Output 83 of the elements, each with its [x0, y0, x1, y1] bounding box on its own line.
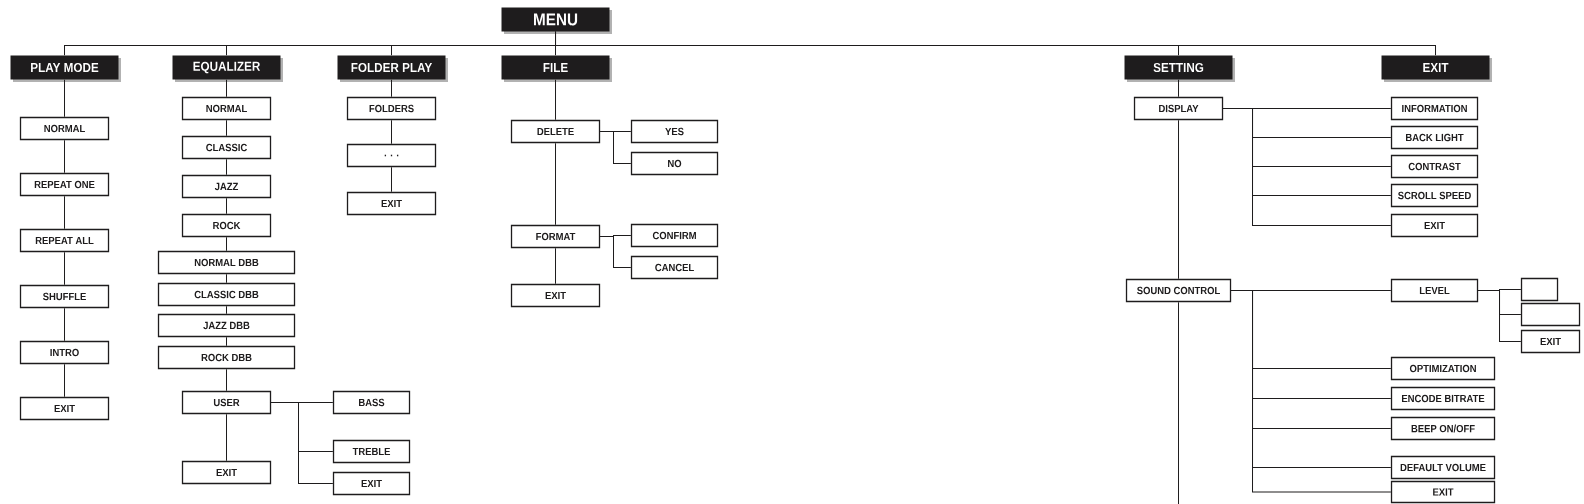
menu-item-box: BASS — [332, 390, 411, 415]
menu-item-box: DISPLAY — [1133, 96, 1224, 121]
menu-item-box: NORMAL — [181, 96, 272, 121]
menu-item-box: YES — [630, 119, 719, 144]
connector-line — [64, 307, 65, 342]
menu-item-box: DELETE — [510, 119, 601, 144]
category-heading-box: FOLDER PLAY — [337, 55, 448, 82]
menu-item-box: JAZZ DBB — [157, 313, 296, 338]
menu-item-box: BEEP ON/OFF — [1390, 416, 1496, 441]
menu-item-box: EXIT — [510, 283, 601, 308]
menu-item-box: LEVEL — [1390, 278, 1479, 303]
connector-line — [64, 195, 65, 230]
menu-item-box: TREBLE — [332, 439, 411, 464]
menu-item-box: EXIT — [332, 471, 411, 496]
connector-line — [391, 119, 392, 145]
menu-item-box: NORMAL — [19, 116, 110, 141]
menu-title-box: MENU — [501, 7, 612, 34]
connector-line — [555, 247, 556, 285]
connector-line — [226, 336, 227, 347]
menu-item-box: SCROLL SPEED — [1390, 183, 1479, 208]
menu-item-box: EXIT — [181, 460, 272, 485]
category-heading-box: FILE — [501, 55, 612, 82]
connector-line — [226, 79, 227, 98]
menu-item-box: FOLDERS — [346, 96, 437, 121]
menu-item-box: . . . — [346, 143, 437, 168]
category-heading-box: EXIT — [1381, 55, 1492, 82]
menu-item-box: OPTIMIZATION — [1390, 356, 1496, 381]
menu-item-box: CANCEL — [630, 255, 719, 280]
connector-line — [1477, 290, 1522, 342]
menu-item-box: ENCODE BITRATE — [1390, 386, 1496, 411]
connector-line — [226, 305, 227, 315]
category-heading-box: SETTING — [1124, 55, 1235, 82]
menu-item-box: SHUFFLE — [19, 284, 110, 309]
blank-box — [1520, 277, 1559, 302]
connector-line — [226, 273, 227, 284]
menu-item-box: NO — [630, 151, 719, 176]
menu-item-box: FORMAT — [510, 224, 601, 249]
menu-item-box: JAZZ — [181, 174, 272, 199]
menu-item-box: ROCK DBB — [157, 345, 296, 370]
menu-item-box: SOUND CONTROL — [1125, 278, 1232, 303]
menu-item-box: NORMAL DBB — [157, 250, 296, 275]
menu-item-box: BACK LIGHT — [1390, 125, 1479, 150]
connector-line — [1178, 301, 1179, 504]
connector-line — [226, 368, 227, 392]
menu-item-box: ROCK — [181, 213, 272, 238]
connector-line — [599, 131, 632, 164]
menu-item-box: INFORMATION — [1390, 96, 1479, 121]
connector-line — [391, 79, 392, 98]
menu-item-box: EXIT — [346, 191, 437, 216]
menu-item-box: CLASSIC DBB — [157, 282, 296, 307]
menu-item-box: USER — [181, 390, 272, 415]
connector-line — [1178, 79, 1179, 98]
connector-line — [391, 166, 392, 193]
connector-line — [64, 251, 65, 286]
connector-line — [1178, 119, 1179, 280]
connector-line — [226, 197, 227, 215]
connector-line — [555, 142, 556, 226]
menu-item-box: EXIT — [19, 396, 110, 421]
connector-line — [270, 402, 334, 484]
connector-line — [555, 79, 556, 121]
menu-item-box: EXIT — [1390, 480, 1496, 504]
connector-line — [226, 158, 227, 176]
menu-item-box: INTRO — [19, 340, 110, 365]
connector-line — [226, 236, 227, 252]
menu-item-box: CONTRAST — [1390, 154, 1479, 179]
connector-line — [64, 79, 65, 118]
connector-line — [1222, 108, 1392, 226]
connector-line — [555, 31, 1436, 56]
menu-item-box: EXIT — [1520, 329, 1581, 354]
menu-item-box: EXIT — [1390, 213, 1479, 238]
connector-line — [226, 413, 227, 462]
category-heading-box: EQUALIZER — [172, 55, 283, 82]
menu-item-box: REPEAT ONE — [19, 172, 110, 197]
connector-line — [599, 236, 632, 268]
menu-item-box: CLASSIC — [181, 135, 272, 160]
category-heading-box: PLAY MODE — [10, 55, 121, 82]
menu-item-box: REPEAT ALL — [19, 228, 110, 253]
connector-line — [64, 139, 65, 174]
blank-box — [1520, 302, 1581, 327]
connector-line — [64, 363, 65, 398]
connector-line — [226, 119, 227, 137]
menu-item-box: DEFAULT VOLUME — [1390, 455, 1496, 480]
menu-item-box: CONFIRM — [630, 223, 719, 248]
